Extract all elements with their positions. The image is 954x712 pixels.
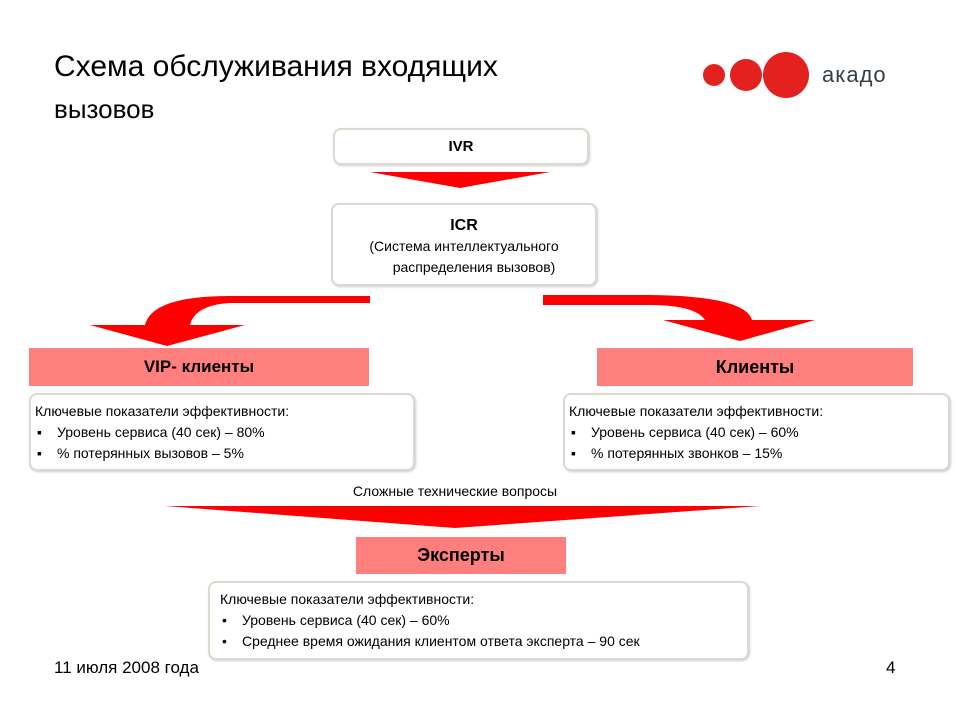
kpi-item: ▪Уровень сервиса (40 сек) – 60%	[571, 424, 799, 440]
clients-kpi-box: Ключевые показатели эффективности: ▪Уров…	[563, 393, 950, 471]
kpi-text: Уровень сервиса (40 сек) – 60%	[242, 612, 450, 628]
kpi-text: Среднее время ожидания клиентом ответа э…	[242, 633, 640, 649]
clients-label: Клиенты	[715, 356, 795, 377]
arrow-icr-to-clients	[543, 295, 815, 341]
ivr-label: IVR	[448, 138, 474, 155]
akado-logo: акадо	[700, 52, 900, 102]
experts-kpi-box: Ключевые показатели эффективности: •Уров…	[208, 581, 749, 660]
kpi-title: Ключевые показатели эффективности:	[569, 403, 824, 419]
kpi-text: % потерянных вызовов – 5%	[57, 445, 244, 461]
arrow-ivr-to-icr	[370, 172, 550, 188]
vip-clients-header: VIP- клиенты	[29, 348, 369, 386]
clients-header: Клиенты	[597, 348, 913, 386]
experts-label: Эксперты	[417, 545, 505, 565]
slide-title: Схема обслуживания входящих вызовов	[54, 46, 498, 130]
arrow-icr-to-vip	[90, 296, 370, 346]
kpi-item: •Среднее время ожидания клиентом ответа …	[222, 633, 640, 649]
escalation-label: Сложные технические вопросы	[352, 483, 558, 499]
kpi-text: % потерянных звонков – 15%	[591, 445, 783, 461]
vip-kpi-box: Ключевые показатели эффективности: ▪Уров…	[29, 393, 415, 471]
title-line-1: Схема обслуживания входящих	[54, 50, 498, 83]
kpi-item: ▪Уровень сервиса (40 сек) – 80%	[37, 424, 265, 440]
ivr-box: IVR	[333, 128, 589, 165]
kpi-text: Уровень сервиса (40 сек) – 80%	[57, 424, 265, 440]
kpi-item: •Уровень сервиса (40 сек) – 60%	[222, 612, 450, 628]
icr-description-line1: (Система интеллектуального	[369, 238, 559, 254]
vip-label: VIP- клиенты	[143, 357, 255, 376]
icr-title: ICR	[450, 217, 478, 234]
kpi-title: Ключевые показатели эффективности:	[220, 591, 475, 607]
logo-text: акадо	[822, 62, 887, 87]
kpi-item: ▪% потерянных вызовов – 5%	[37, 445, 244, 461]
experts-header: Эксперты	[356, 537, 566, 574]
footer-date: 11 июля 2008 года	[54, 658, 199, 677]
icr-box: ICR (Система интеллектуального распредел…	[331, 203, 597, 286]
arrow-to-experts	[165, 506, 760, 528]
kpi-item: ▪% потерянных звонков – 15%	[571, 445, 783, 461]
kpi-title: Ключевые показатели эффективности:	[35, 403, 290, 419]
icr-description-line2: распределения вызовов)	[392, 259, 556, 275]
title-line-2: вызовов	[54, 94, 155, 124]
kpi-text: Уровень сервиса (40 сек) – 60%	[591, 424, 799, 440]
page-number: 4	[886, 658, 896, 677]
